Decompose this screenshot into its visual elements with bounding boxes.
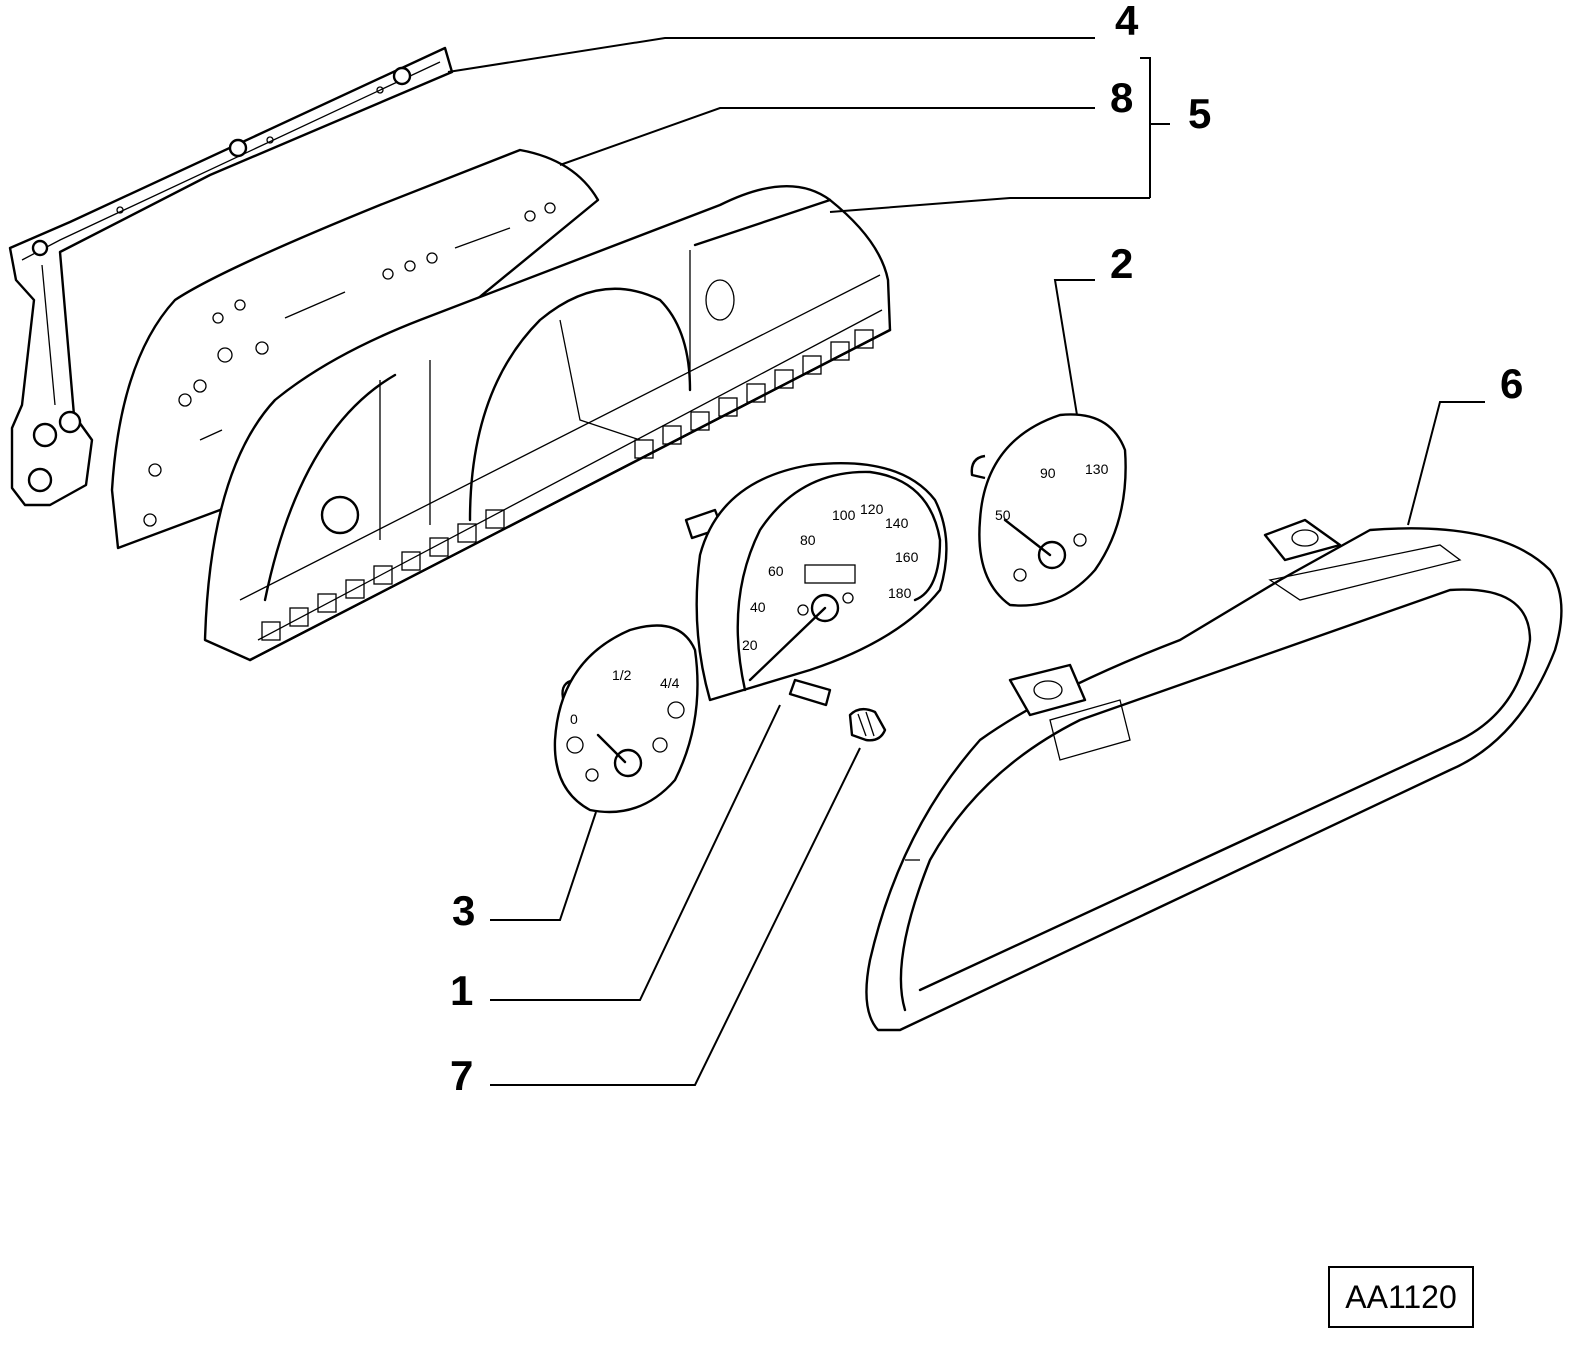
temperature-tick-50: 50 — [995, 507, 1011, 523]
callout-8: 8 — [1110, 74, 1133, 121]
temperature-gauge-part: 50 90 130 — [970, 413, 1127, 607]
callout-1: 1 — [450, 967, 473, 1014]
fuel-tick-half: 1/2 — [612, 667, 632, 683]
speedometer-tick-80: 80 — [800, 532, 816, 548]
fuel-gauge-part: 0 1/2 4/4 — [553, 624, 699, 814]
speedometer-part: 20 40 60 80 100 120 140 160 180 — [684, 461, 948, 707]
callout-3: 3 — [452, 887, 475, 934]
speedometer-tick-40: 40 — [750, 599, 766, 615]
callout-7: 7 — [450, 1052, 473, 1099]
speedometer-tick-20: 20 — [742, 637, 758, 653]
callout-6: 6 — [1500, 360, 1523, 407]
front-cover-part — [865, 518, 1563, 1032]
speedometer-tick-60: 60 — [768, 563, 784, 579]
speedometer-tick-140: 140 — [885, 515, 909, 531]
reference-code-box: AA1120 — [1328, 1266, 1474, 1328]
speedometer-tick-160: 160 — [895, 549, 919, 565]
main-housing-part — [203, 185, 892, 662]
speedometer-tick-120: 120 — [860, 501, 884, 517]
fuel-tick-full: 4/4 — [660, 675, 680, 691]
callout-4: 4 — [1115, 0, 1139, 44]
circuit-bracket-part — [8, 46, 454, 507]
leader-lines — [447, 37, 1485, 1086]
temperature-tick-130: 130 — [1085, 461, 1109, 477]
speedometer-tick-180: 180 — [888, 585, 912, 601]
fuel-tick-empty: 0 — [570, 711, 578, 727]
callout-5: 5 — [1188, 90, 1211, 137]
temperature-tick-90: 90 — [1040, 465, 1056, 481]
reference-code: AA1120 — [1345, 1278, 1457, 1315]
speedometer-tick-100: 100 — [832, 507, 856, 523]
trip-reset-knob-part — [848, 707, 887, 742]
callout-2: 2 — [1110, 240, 1133, 287]
